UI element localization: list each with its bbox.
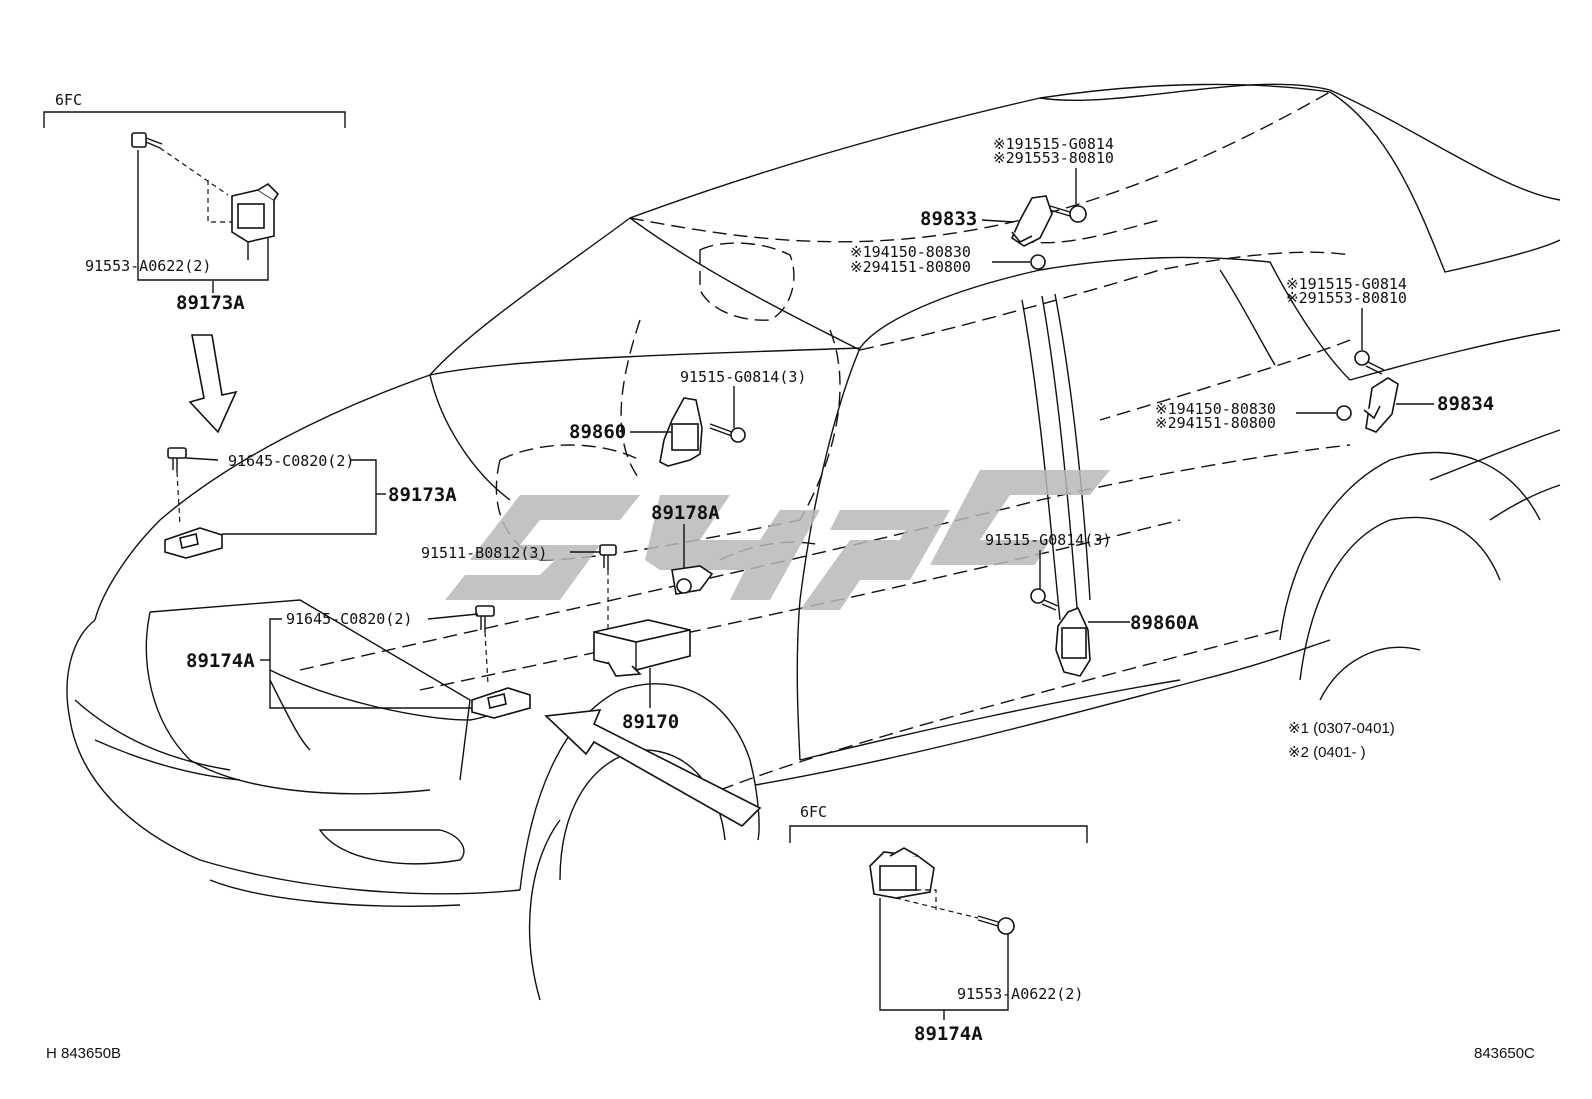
rear-bolt-2-label: ※291553-80810 xyxy=(1286,289,1407,307)
airbag-sensor-icon xyxy=(1055,606,1091,677)
diagram-code-left: H 843650B xyxy=(46,1045,121,1062)
flange-bolt-icon xyxy=(167,447,187,472)
nut-icon xyxy=(1336,405,1352,421)
airbag-sensor-icon xyxy=(659,397,703,467)
rear-bolt-1-label: ※191515-G0814 xyxy=(1286,275,1407,293)
rear-sensor: ※191515-G0814 ※291553-80810 89834 ※19415… xyxy=(1155,275,1494,433)
part-89834-label: 89834 xyxy=(1437,393,1494,415)
part-89173A-mid-label: 89173A xyxy=(388,484,457,506)
bpillar-sensor: 91515-G0814(3) 89860A xyxy=(985,531,1199,677)
flange-bolt-icon xyxy=(599,544,617,570)
bolt-91511-label: 91511-B0812(3) xyxy=(421,544,547,562)
airbag-sensor-icon xyxy=(164,527,223,559)
airbag-sensor-icon xyxy=(471,687,531,719)
part-89174A-left-label: 89174A xyxy=(186,650,255,672)
front-sensor-lower: 91645-C0820(2) 89174A xyxy=(186,605,531,719)
part-89833-label: 89833 xyxy=(920,208,977,230)
airbag-sensor-icon xyxy=(869,847,935,899)
roof-nut-1-label: ※194150-80830 xyxy=(850,243,971,261)
center-module: 89178A 91511-B0812(3) 89170 xyxy=(421,502,720,733)
group-6fc-top-label: 6FC xyxy=(55,91,82,109)
bolt-91553-bottom-label: 91553-A0622(2) xyxy=(957,985,1083,1003)
bolt-91645-upper-label: 91645-C0820(2) xyxy=(228,452,354,470)
inset-6fc-bottom: 6FC 91553-A0622(2) 89174A xyxy=(789,803,1088,1045)
airbag-sensor-icon xyxy=(231,182,280,243)
flange-bolt-icon xyxy=(1030,588,1059,611)
seat-sensor: 91515-G0814(3) 89860 xyxy=(569,368,806,467)
bolt-91515-bpillar-label: 91515-G0814(3) xyxy=(985,531,1111,549)
note-1: ※1 (0307-0401) xyxy=(1288,720,1395,737)
bolt-91553-top-label: 91553-A0622(2) xyxy=(85,257,211,275)
part-89860A-label: 89860A xyxy=(1130,612,1199,634)
roof-sensor: ※191515-G0814 ※291553-80810 89833 ※19415… xyxy=(850,135,1114,276)
flange-bolt-icon xyxy=(1049,205,1087,223)
airbag-sensor-icon xyxy=(1010,195,1053,247)
nut-icon xyxy=(1030,254,1046,270)
bolt-91645-lower-label: 91645-C0820(2) xyxy=(286,610,412,628)
flange-bolt-icon xyxy=(709,423,746,443)
inset-6fc-top: 6FC 91553-A0622(2) 89173A xyxy=(43,91,346,314)
roof-bolt-2-label: ※291553-80810 xyxy=(993,149,1114,167)
flange-bolt-icon xyxy=(977,915,1015,935)
car-body-outline xyxy=(66,83,1561,1001)
airbag-sensor-icon xyxy=(1363,377,1399,433)
part-89860-label: 89860 xyxy=(569,421,626,443)
roof-bolt-1-label: ※191515-G0814 xyxy=(993,135,1114,153)
part-89173A-top-label: 89173A xyxy=(176,292,245,314)
arrow-down-icon xyxy=(188,334,238,434)
flange-bolt-icon xyxy=(475,605,495,632)
roof-nut-2-label: ※294151-80800 xyxy=(850,258,971,276)
diagram-code-right: 843650C xyxy=(1474,1045,1535,1062)
group-6fc-bottom-label: 6FC xyxy=(800,803,827,821)
flange-bolt-icon xyxy=(131,132,163,149)
rear-nut-1-label: ※194150-80830 xyxy=(1155,400,1276,418)
airbag-ecu-icon xyxy=(593,619,691,677)
flange-bolt-icon xyxy=(1354,350,1385,375)
watermark-logo-icon xyxy=(445,470,1110,610)
part-89178A-label: 89178A xyxy=(651,502,720,524)
rear-nut-2-label: ※294151-80800 xyxy=(1155,414,1276,432)
part-89170-label: 89170 xyxy=(622,711,679,733)
front-sensor-upper: 91645-C0820(2) 89173A xyxy=(164,447,457,559)
bolt-91515-seat-label: 91515-G0814(3) xyxy=(680,368,806,386)
airbag-sensor-icon xyxy=(671,565,714,595)
part-89174A-bottom-label: 89174A xyxy=(914,1023,983,1045)
arrow-diagonal-icon xyxy=(544,709,762,827)
note-2: ※2 (0401- ) xyxy=(1288,744,1366,761)
